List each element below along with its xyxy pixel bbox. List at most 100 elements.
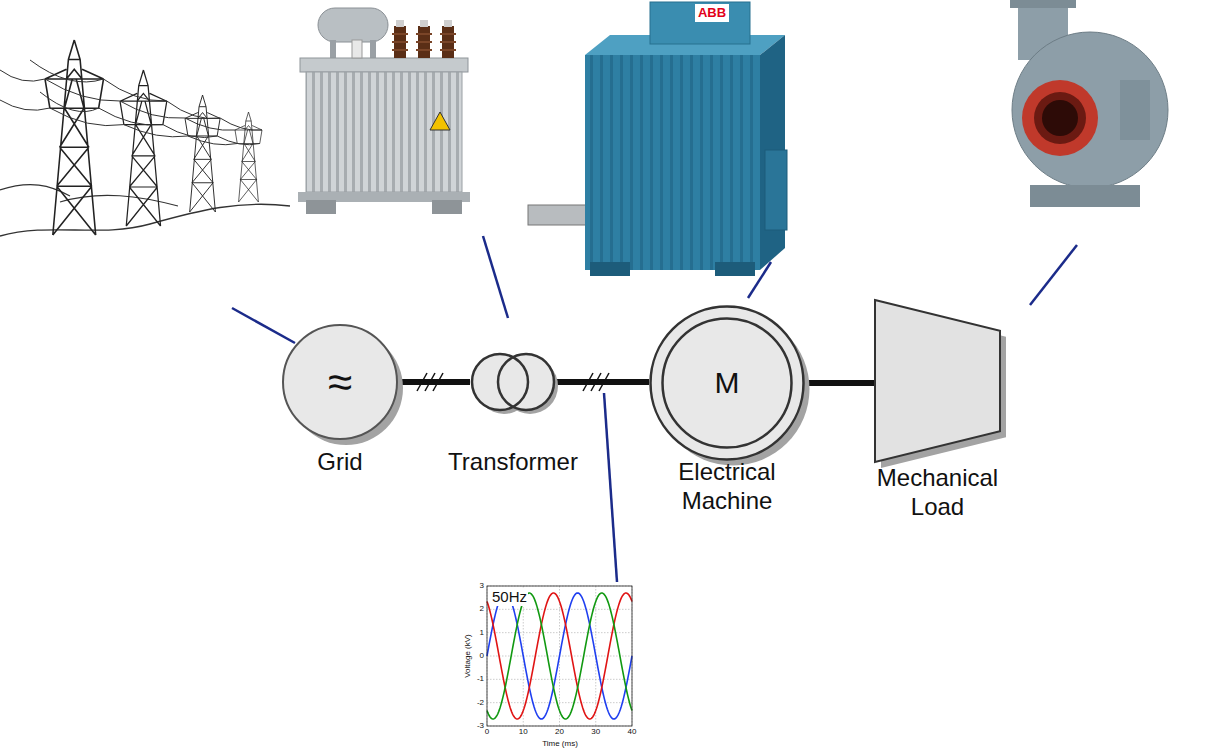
machine-inner-circle <box>663 319 792 448</box>
leader-line <box>232 308 295 343</box>
tank-leg <box>330 40 336 60</box>
symbol-interior: ≈ <box>282 324 398 440</box>
power-connection <box>805 380 875 386</box>
cover <box>300 58 468 72</box>
cooling-fins <box>306 72 462 192</box>
axis-tick: 30 <box>591 728 600 737</box>
inlet-opening <box>1042 100 1078 136</box>
power-wire <box>0 70 235 130</box>
pylon <box>235 112 262 202</box>
label-holder: Grid <box>270 448 410 477</box>
terminal-box <box>650 2 750 44</box>
brand-logo: ABB <box>698 6 726 20</box>
node-label: Mechanical Load <box>863 464 1013 522</box>
leader-lines <box>232 236 1077 582</box>
axis-title: Voltage (kV) <box>464 634 473 678</box>
inlet-ring <box>1034 92 1086 144</box>
grid-source-symbol: ≈Grid <box>282 324 398 440</box>
inlet-flange <box>1022 80 1098 156</box>
motor-foot <box>715 262 755 276</box>
power-wire <box>0 100 237 145</box>
pylon <box>45 40 104 235</box>
shaft <box>528 205 588 225</box>
bushing-cap <box>420 20 428 27</box>
leader-line <box>1030 245 1077 305</box>
axis-tick: -3 <box>477 722 484 731</box>
foot <box>432 200 462 214</box>
frequency-label: 50Hz <box>491 589 528 606</box>
grid-line <box>487 632 632 633</box>
hill-line <box>0 204 290 236</box>
symbol-interior <box>470 352 556 412</box>
bearing-housing <box>1120 80 1150 140</box>
power-connection <box>556 379 649 385</box>
symbol-outline <box>875 300 1000 462</box>
voltage-chart <box>487 586 632 726</box>
transformer-symbol: Transformer <box>470 352 556 412</box>
voltage-wave <box>487 593 632 719</box>
bushing-cap <box>396 20 404 27</box>
leader-line <box>748 262 771 298</box>
motor-illustration <box>528 2 787 276</box>
symbol-interior <box>875 300 1000 462</box>
label-holder: Electrical Machine <box>652 458 802 516</box>
pump-base <box>1030 185 1140 207</box>
source-circle <box>283 325 397 439</box>
load-trapezoid <box>875 300 1000 462</box>
motor-foot <box>590 262 630 276</box>
label-holder: Transformer <box>428 448 598 477</box>
axis-tick: 1 <box>480 628 484 637</box>
symbol-text: M <box>715 365 740 401</box>
node-label: Electrical Machine <box>652 458 802 516</box>
junction-box <box>765 150 787 230</box>
leader-line <box>604 393 617 582</box>
power-connection <box>398 379 470 385</box>
axis-title: Time (ms) <box>542 740 578 749</box>
transformer-illustration <box>298 8 470 214</box>
label-holder: Mechanical Load <box>863 464 1013 522</box>
axis-tick: 40 <box>628 728 637 737</box>
conservator-tank <box>318 8 388 42</box>
bushing-cap <box>444 20 452 27</box>
node-label: Transformer <box>428 448 598 477</box>
axis-tick: 3 <box>480 582 484 591</box>
winding-fill <box>498 354 554 410</box>
leader-line <box>483 236 508 318</box>
logo-plate <box>695 4 729 22</box>
bushing-ribs <box>392 34 456 50</box>
voltage-wave <box>487 593 632 719</box>
node-label: Grid <box>270 448 410 477</box>
axis-tick: 2 <box>480 605 484 614</box>
voltage-wave <box>487 593 632 719</box>
bushing <box>352 40 362 58</box>
winding-circle <box>498 354 554 410</box>
axis-tick: 10 <box>519 728 528 737</box>
axis-tick: -2 <box>477 698 484 707</box>
tank-leg <box>370 40 376 60</box>
warning-sign <box>430 112 450 130</box>
symbol-outline <box>470 352 556 412</box>
load-symbol: Mechanical Load <box>875 300 1000 462</box>
pump-volute <box>1012 32 1168 188</box>
motor-symbol: MElectrical Machine <box>649 305 805 461</box>
axis-tick: 20 <box>555 728 564 737</box>
motor-body <box>585 55 760 270</box>
symbol-text: ≈ <box>328 356 352 409</box>
pump-illustration <box>1010 0 1168 207</box>
plot-area <box>487 586 632 726</box>
power-wire <box>30 60 262 130</box>
machine-outer-circle <box>651 307 804 460</box>
pylon <box>185 95 220 212</box>
grid-line <box>487 679 632 680</box>
axis-tick: 0 <box>485 728 489 737</box>
symbol-interior: M <box>649 305 805 461</box>
winding-circle <box>472 354 528 410</box>
discharge-flange <box>1010 0 1076 8</box>
plot-frame <box>487 586 632 726</box>
pylon <box>120 70 167 226</box>
axis-tick: -1 <box>477 675 484 684</box>
